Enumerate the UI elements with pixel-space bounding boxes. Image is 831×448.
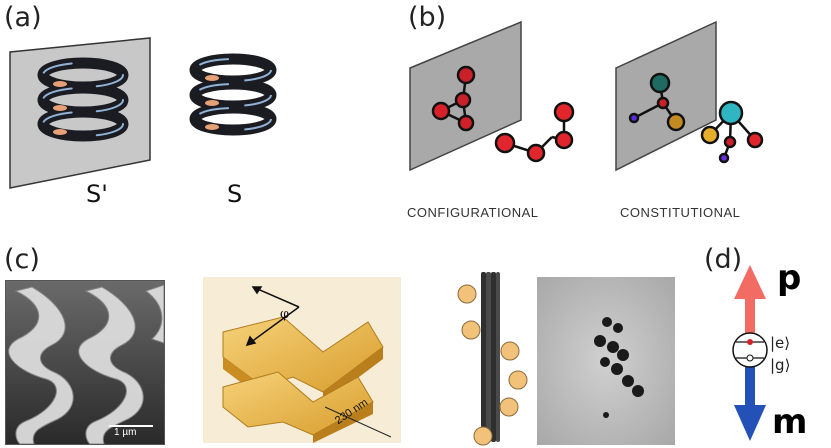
p-arrow-shaft — [745, 297, 755, 337]
mirror-plane-right — [615, 20, 717, 172]
object-spring-label: S — [227, 180, 243, 208]
panel-c-label: (c) — [4, 244, 40, 275]
molecule-configurational — [431, 65, 575, 163]
spring-object — [189, 53, 277, 136]
sem-scale-label: 1 µm — [114, 427, 137, 438]
gold-nanostructure: φ 230 nm — [203, 277, 401, 443]
mirror-spring-label: S' — [86, 180, 108, 208]
sem-helix-image: 1 µm — [5, 280, 165, 445]
molecule-constitutional — [628, 72, 764, 164]
sem-scale-bar — [109, 425, 153, 427]
caption-configurational: CONFIGURATIONAL — [407, 205, 539, 220]
panel-a-label: (a) — [4, 2, 42, 33]
dna-bundle-illustration — [457, 272, 528, 446]
panel-a-illustration — [9, 37, 277, 189]
p-vector-label: p — [777, 258, 802, 298]
angle-label: φ — [280, 307, 290, 322]
m-arrow-shaft — [745, 363, 755, 405]
two-level-atom — [732, 332, 768, 368]
panel-b-label: (b) — [408, 2, 447, 33]
panel-d-illustration — [732, 265, 768, 441]
m-arrow-head — [734, 405, 766, 441]
ground-state-label: |g⟩ — [770, 356, 791, 374]
caption-constitutional: CONSTITUTIONAL — [620, 205, 741, 220]
m-vector-label: m — [772, 402, 808, 442]
spring-mirror — [37, 57, 129, 142]
p-arrow-head — [734, 265, 766, 299]
tem-image — [537, 277, 675, 445]
excited-state-label: |e⟩ — [770, 334, 791, 352]
panel-d-label: (d) — [704, 244, 743, 275]
panel-b-illustration — [409, 20, 764, 172]
